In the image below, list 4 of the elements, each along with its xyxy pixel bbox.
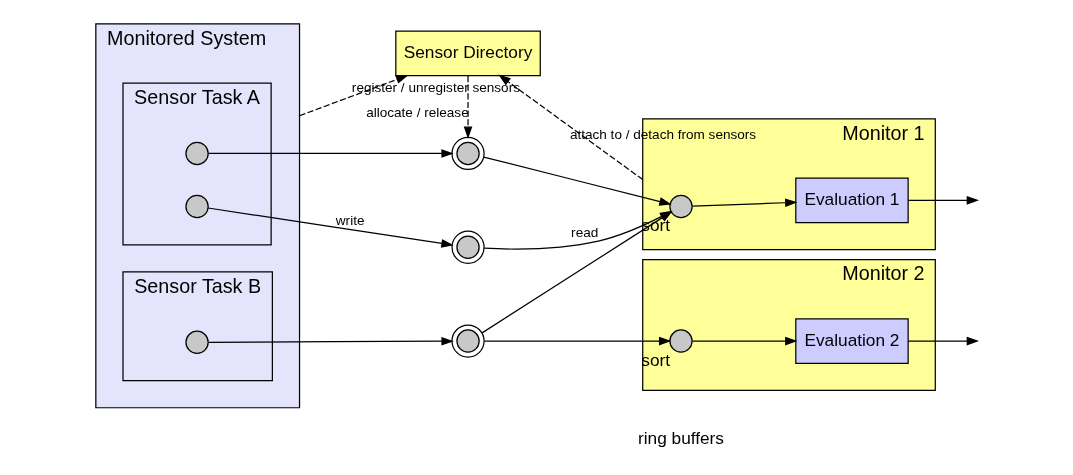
edge-label: write [335,212,364,228]
edge-label: allocate / release [365,104,469,120]
label: ring buffers [637,427,724,448]
edge-label: read [570,224,598,240]
